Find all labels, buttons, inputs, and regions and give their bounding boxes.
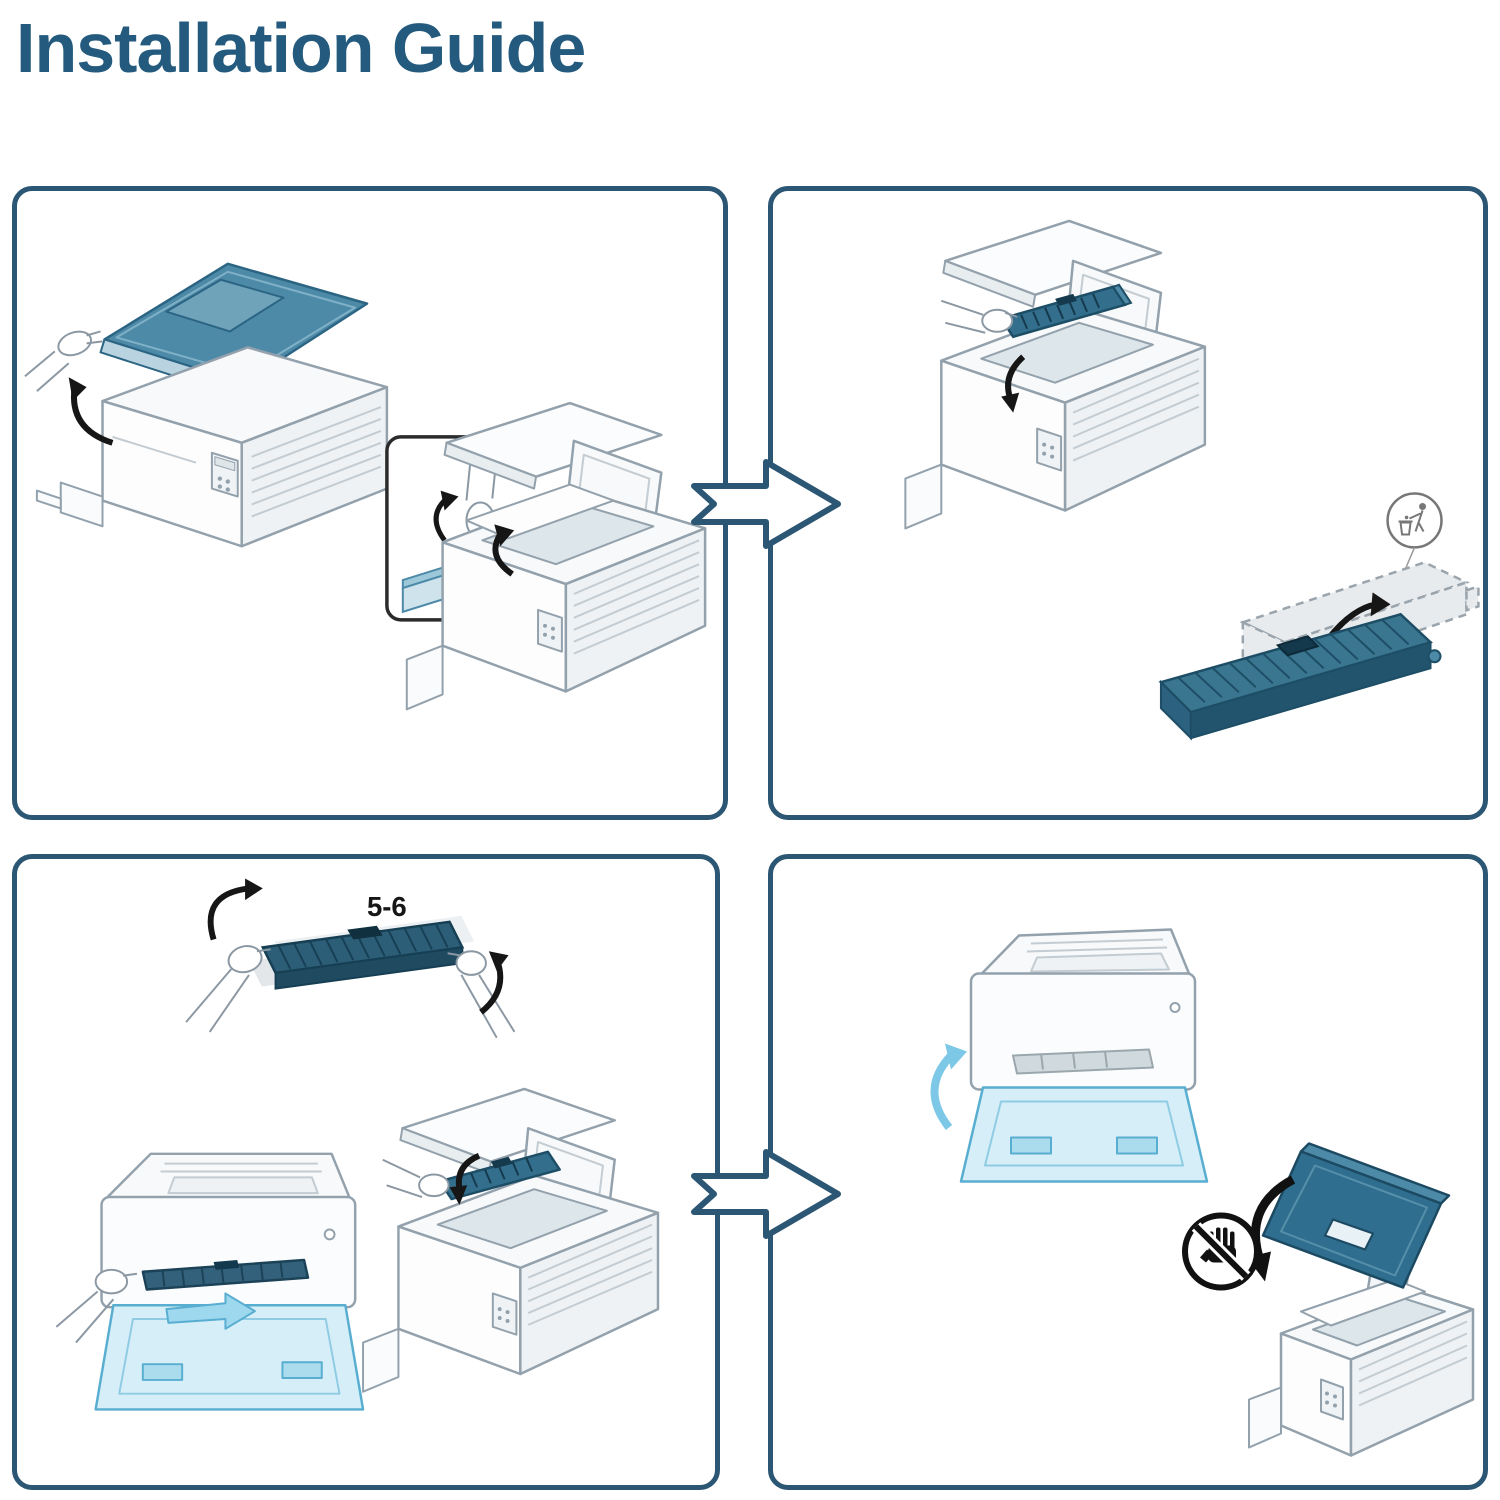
step-1-panel [12, 186, 728, 820]
hand-lowering-cartridge [382, 1158, 450, 1199]
step-4-illustration [930, 928, 1475, 1457]
recycle-icon [1386, 492, 1443, 581]
insert-direction-arrow-icon [165, 1292, 256, 1330]
lower-cartridge-arrow-icon [449, 1153, 481, 1205]
printer-close-front-cover [930, 928, 1209, 1183]
flow-arrow-bottom-icon [691, 1149, 841, 1239]
step-3-illustration: 5-6 [55, 878, 660, 1411]
printer-close-top-lid [1182, 1142, 1475, 1457]
step-4-panel [768, 854, 1488, 1490]
printer-top-opened [405, 401, 707, 711]
hand-holding-cartridge [940, 299, 1018, 334]
inner-cover-open-arrow-icon [492, 524, 515, 577]
step-2-illustration [904, 219, 1480, 741]
close-front-cover-arrow-icon [930, 1043, 967, 1130]
cartridge-inserting-front [141, 1258, 310, 1291]
mfp-printer-lid-open [35, 262, 389, 548]
inner-cover-arrow-icon [433, 490, 459, 542]
open-lid-arrow-icon [68, 377, 114, 446]
step-1-illustration [24, 262, 707, 711]
flow-arrow-top-icon [691, 459, 841, 549]
vent-stripes [251, 406, 382, 518]
page-title: Installation Guide [16, 9, 586, 87]
shake-rotate-arrow-right-icon [479, 951, 509, 1015]
open-front-cover [959, 1086, 1209, 1183]
remove-cartridge-arrow-icon [1001, 354, 1026, 413]
shake-rotate-arrow-left-icon [207, 878, 263, 941]
cartridge-lowering [438, 1150, 561, 1201]
step-3-panel: 5-6 [12, 854, 720, 1490]
hand-inserting-front [55, 1268, 138, 1344]
paper-tray [59, 481, 104, 528]
interior-cartridge [1012, 1048, 1154, 1075]
right-hand [447, 950, 516, 1039]
front-load-printer [55, 1152, 365, 1411]
open-front-cover [94, 1303, 365, 1411]
hand-lifting-lid [24, 330, 103, 392]
shake-cartridge-group: 5-6 [185, 878, 516, 1039]
top-load-printer [362, 1087, 660, 1393]
left-hand [185, 945, 271, 1033]
printer-removing-cartridge [904, 219, 1207, 530]
no-touch-icon [1182, 1212, 1260, 1291]
old-cartridge [1158, 612, 1442, 741]
top-lid [1261, 1150, 1443, 1289]
step-2-panel [768, 186, 1488, 820]
cartridge-being-removed [999, 283, 1133, 339]
shake-count-label: 5-6 [367, 891, 407, 922]
